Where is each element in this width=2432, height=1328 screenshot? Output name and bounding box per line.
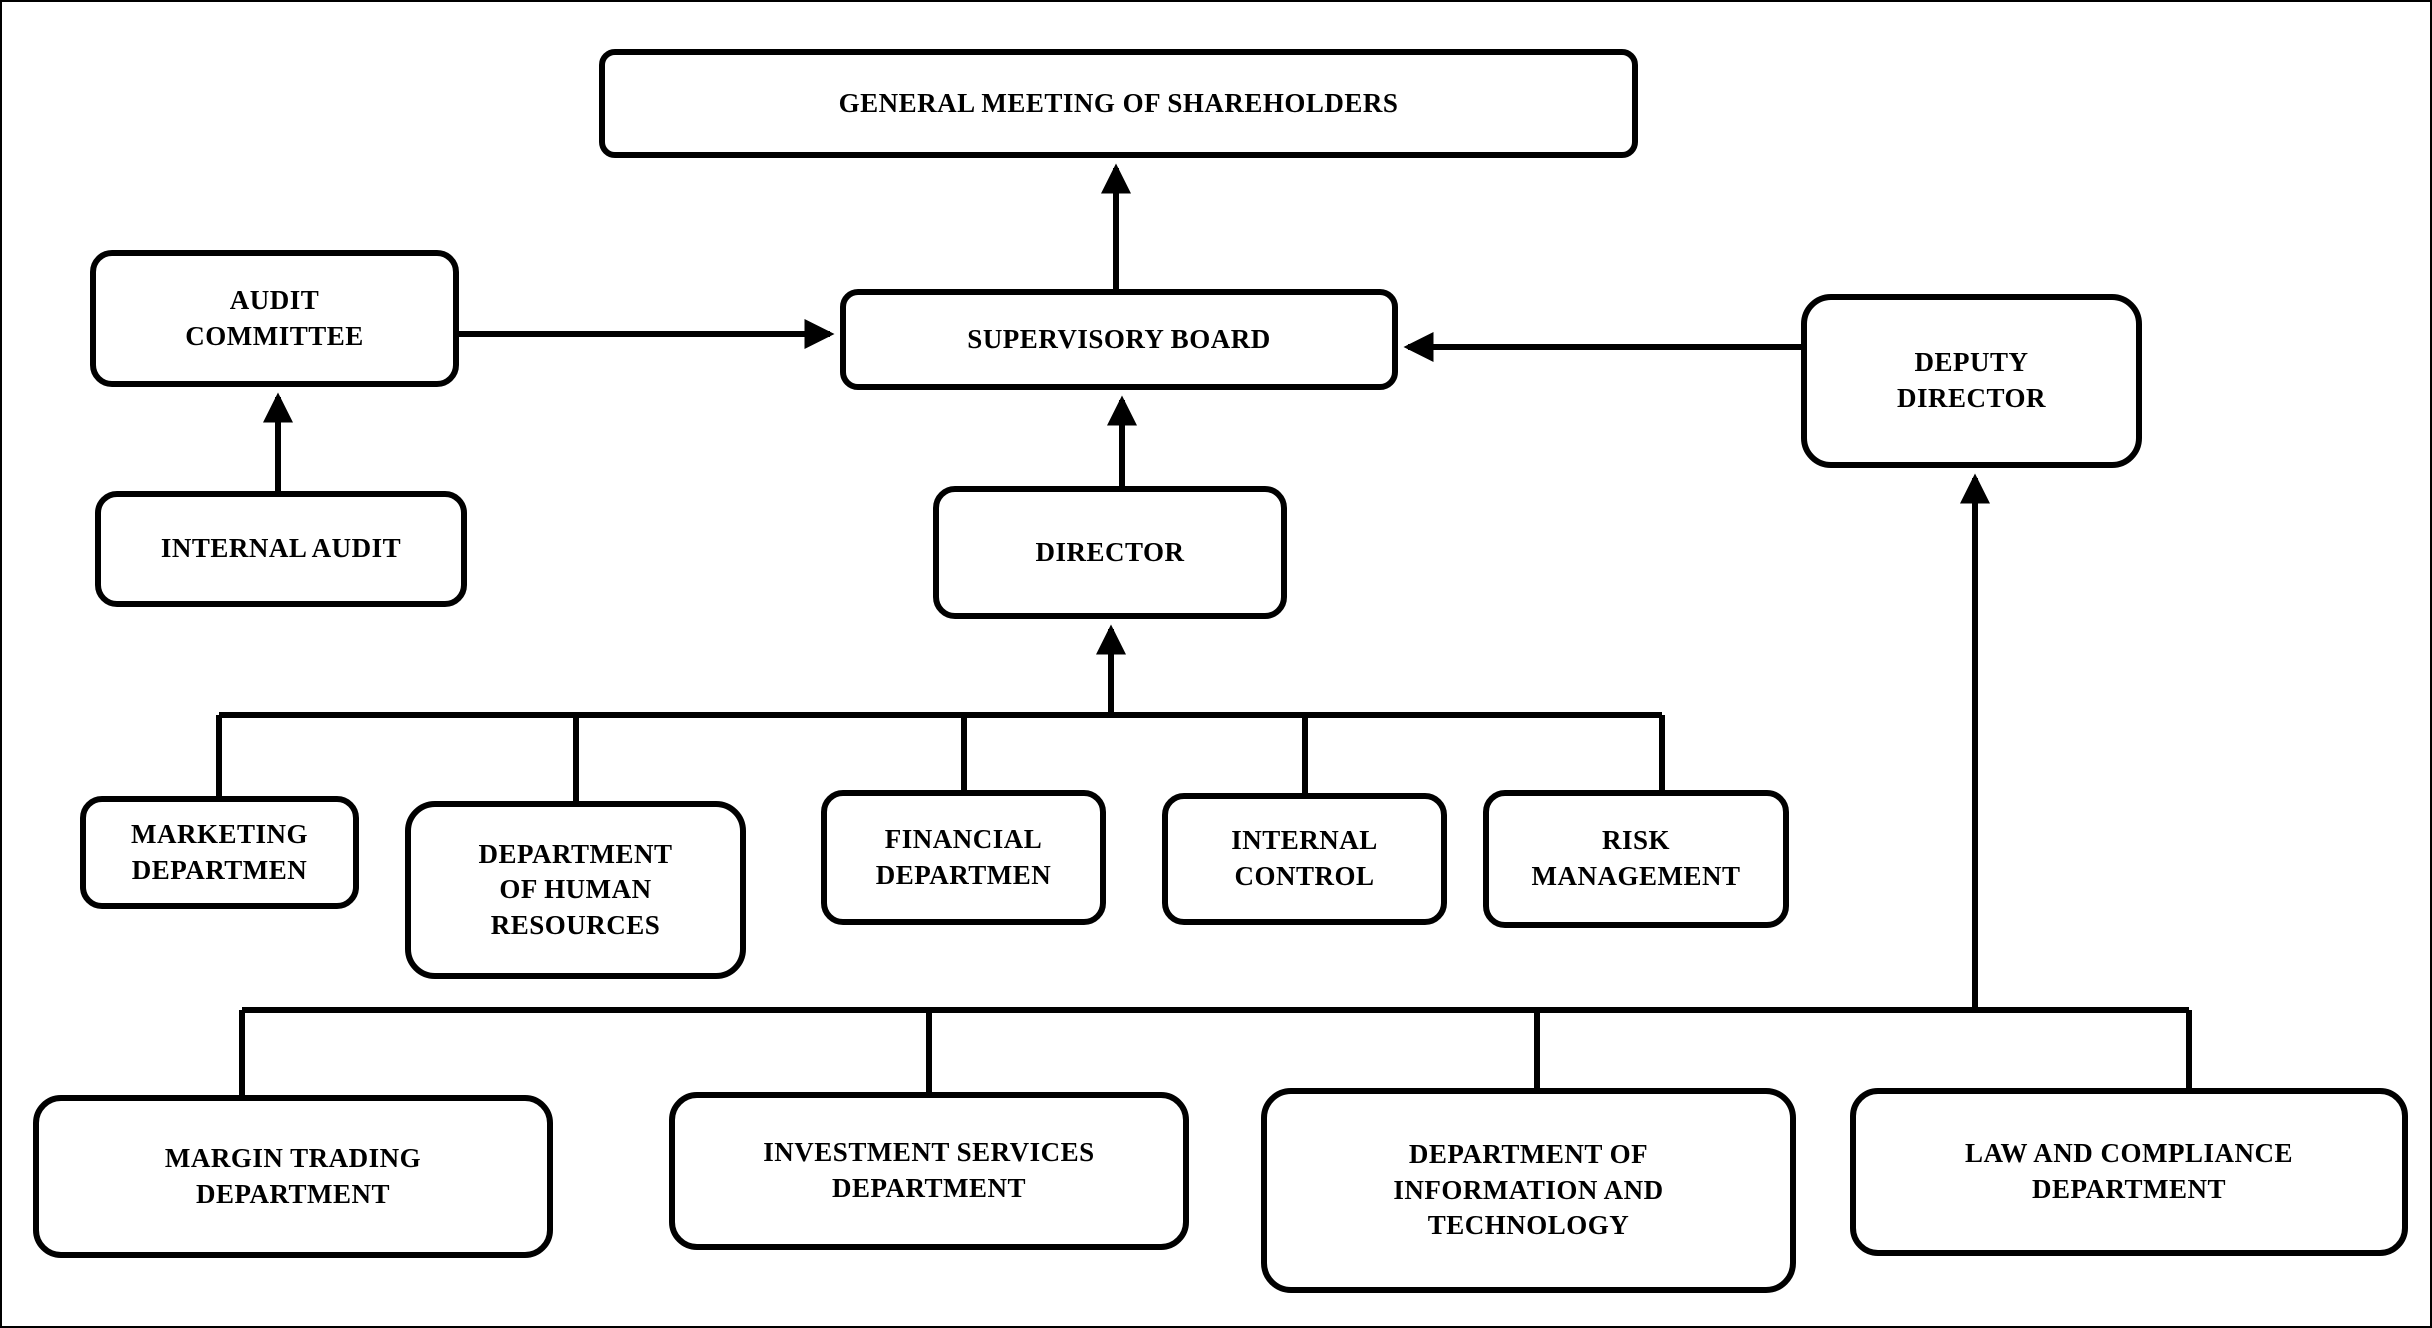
node-supervisory-board: SUPERVISORY BOARD [840,289,1398,390]
node-audit-committee: AUDIT COMMITTEE [90,250,459,387]
node-law-and-compliance-department: LAW AND COMPLIANCE DEPARTMENT [1850,1088,2408,1256]
node-director: DIRECTOR [933,486,1287,619]
node-financial-department: FINANCIAL DEPARTMEN [821,790,1106,925]
node-department-of-information-and-technology: DEPARTMENT OF INFORMATION AND TECHNOLOGY [1261,1088,1796,1293]
node-internal-control: INTERNAL CONTROL [1162,793,1447,925]
node-investment-services-department: INVESTMENT SERVICES DEPARTMENT [669,1092,1189,1250]
node-deputy-director: DEPUTY DIRECTOR [1801,294,2142,468]
node-general-meeting-of-shareholders: GENERAL MEETING OF SHAREHOLDERS [599,49,1638,158]
node-risk-management: RISK MANAGEMENT [1483,790,1789,928]
node-department-of-human-resources: DEPARTMENT OF HUMAN RESOURCES [405,801,746,979]
node-marketing-department: MARKETING DEPARTMEN [80,796,359,909]
node-internal-audit: INTERNAL AUDIT [95,491,467,607]
node-margin-trading-department: MARGIN TRADING DEPARTMENT [33,1095,553,1258]
